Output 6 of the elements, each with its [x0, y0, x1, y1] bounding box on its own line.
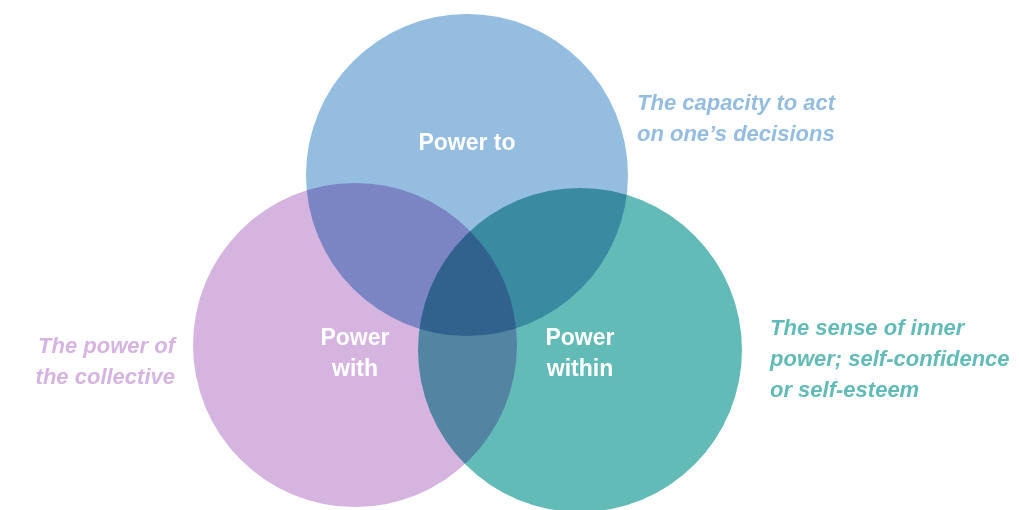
description-text: The capacity to act on one’s decisions [637, 89, 837, 148]
circle-label: Power within [544, 323, 616, 383]
circle-label: Power to [418, 128, 516, 157]
description-text: The sense of inner power; self-confidence or self-esteem [770, 314, 1011, 404]
circle-label: Power with [319, 323, 391, 383]
description-text: The power of the collective [34, 332, 175, 391]
